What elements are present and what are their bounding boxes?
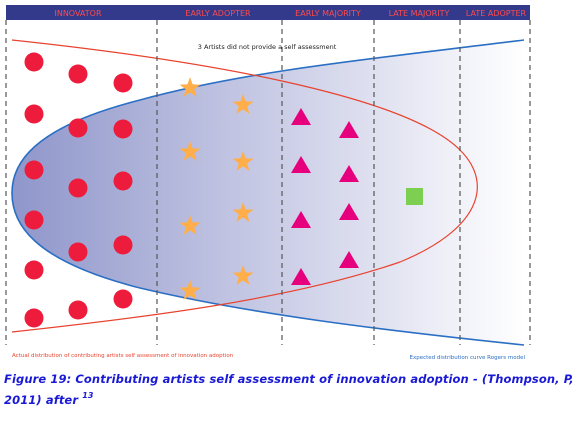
innovator-circle-marker	[24, 308, 44, 328]
innovator-circle-marker	[24, 210, 44, 230]
legend-actual-distribution: Actual distribution of contributing arti…	[12, 353, 234, 359]
early-majority-triangle-marker	[339, 203, 359, 220]
innovator-circle-marker	[68, 64, 88, 84]
innovator-circle-marker	[113, 119, 133, 139]
diffusion-diagram: INNOVATOR EARLY ADOPTER EARLY MAJORITY L…	[5, 5, 531, 361]
actual-distribution-curve	[11, 39, 478, 333]
expected-distribution-curve	[11, 39, 525, 346]
innovator-circle-marker	[113, 289, 133, 309]
early-majority-triangle-marker	[291, 211, 311, 228]
innovator-circle-marker	[68, 118, 88, 138]
early-majority-triangle-marker	[291, 108, 311, 125]
figure-caption: Figure 19: Contributing artists self ass…	[4, 369, 580, 411]
early-majority-triangle-marker	[339, 121, 359, 138]
early-adopter-markers	[179, 77, 254, 300]
innovator-circle-marker	[68, 300, 88, 320]
early-adopter-star-marker	[232, 94, 254, 114]
header-label-early-adopter: EARLY ADOPTER	[185, 9, 251, 18]
early-adopter-star-marker	[179, 77, 201, 97]
early-adopter-star-marker	[232, 151, 254, 171]
early-adopter-star-marker	[179, 215, 201, 235]
innovator-circle-marker	[113, 171, 133, 191]
innovator-markers	[24, 52, 133, 328]
caption-reference-superscript: 13	[82, 391, 94, 400]
legend-expected-distribution: Expected distribution curve Rogers model	[410, 355, 526, 361]
early-majority-triangle-marker	[339, 251, 359, 268]
expected-distribution-fill	[12, 40, 524, 345]
header-label-early-majority: EARLY MAJORITY	[295, 9, 361, 18]
innovator-circle-marker	[24, 260, 44, 280]
innovator-circle-marker	[24, 104, 44, 124]
innovator-circle-marker	[24, 52, 44, 72]
early-adopter-star-marker	[232, 265, 254, 285]
early-majority-triangle-marker	[291, 268, 311, 285]
header-band	[6, 5, 530, 20]
innovator-circle-marker	[24, 160, 44, 180]
late-majority-square-marker	[406, 188, 423, 205]
early-majority-triangle-marker	[291, 156, 311, 173]
figure-caption-text: Figure 19: Contributing artists self ass…	[4, 372, 574, 407]
missing-assessment-note: 3 Artists did not provide a self assessm…	[198, 43, 337, 51]
early-adopter-star-marker	[179, 141, 201, 161]
header-label-late-adopter: LATE ADOPTER	[466, 9, 527, 18]
innovator-circle-marker	[113, 73, 133, 93]
header-label-innovator: INNOVATOR	[54, 9, 101, 18]
innovator-circle-marker	[68, 178, 88, 198]
early-adopter-star-marker	[232, 202, 254, 222]
header-label-late-majority: LATE MAJORITY	[389, 9, 450, 18]
early-majority-triangle-marker	[339, 165, 359, 182]
innovator-circle-marker	[113, 235, 133, 255]
innovator-circle-marker	[68, 242, 88, 262]
early-adopter-star-marker	[179, 280, 201, 300]
early-majority-markers	[291, 108, 359, 285]
